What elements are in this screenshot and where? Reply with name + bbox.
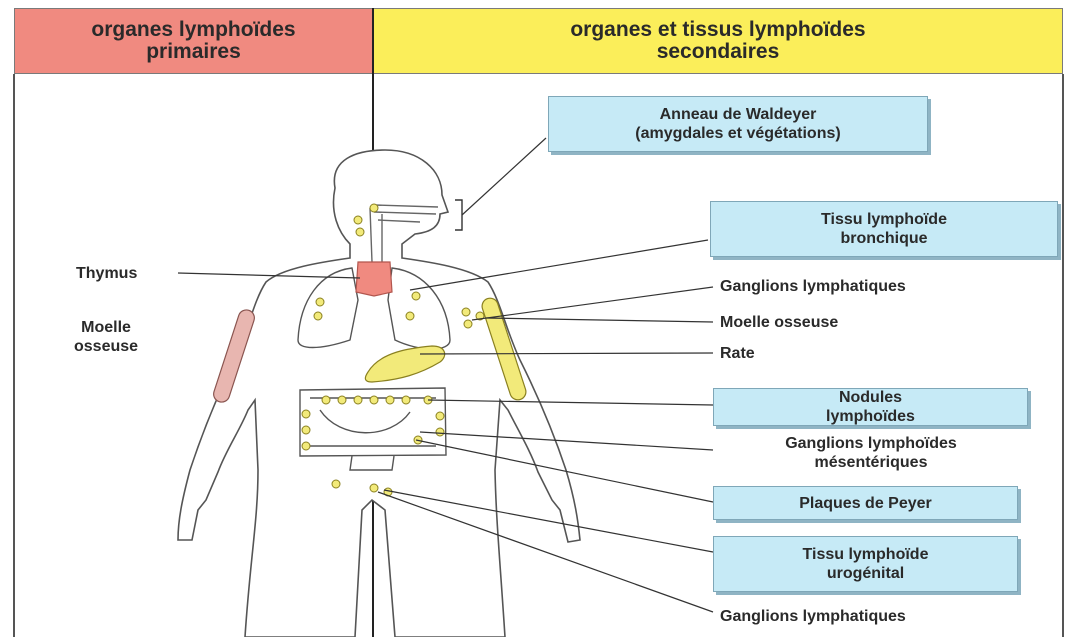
label-moelle-primary-line1: Moelle <box>74 318 138 337</box>
waldeyer-line2: (amygdales et végétations) <box>635 124 840 143</box>
label-rate: Rate <box>720 344 755 363</box>
nodules-line1: Nodules <box>839 388 902 407</box>
label-moelle-primary: Moelle osseuse <box>74 318 138 356</box>
peyer-label: Plaques de Peyer <box>799 494 932 513</box>
label-moelle-primary-line2: osseuse <box>74 337 138 356</box>
box-peyer: Plaques de Peyer <box>713 486 1018 520</box>
label-thymus: Thymus <box>76 264 137 283</box>
label-mesenteriques: Ganglions lymphoïdes mésentériques <box>712 434 1030 472</box>
label-ganglions-bottom: Ganglions lymphatiques <box>720 607 906 626</box>
mesenteriques-line2: mésentériques <box>712 453 1030 472</box>
bronchique-line1: Tissu lymphoïde <box>821 210 947 229</box>
label-ganglions: Ganglions lymphatiques <box>720 277 906 296</box>
label-moelle-secondary: Moelle osseuse <box>720 313 838 332</box>
nodules-line2: lymphoïdes <box>826 407 915 426</box>
mesenteriques-line1: Ganglions lymphoïdes <box>712 434 1030 453</box>
box-waldeyer: Anneau de Waldeyer (amygdales et végétat… <box>548 96 928 152</box>
box-urogenital: Tissu lymphoïde urogénital <box>713 536 1018 592</box>
waldeyer-line1: Anneau de Waldeyer <box>660 105 817 124</box>
urogenital-line2: urogénital <box>827 564 904 583</box>
box-nodules: Nodules lymphoïdes <box>713 388 1028 426</box>
box-bronchique: Tissu lymphoïde bronchique <box>710 201 1058 257</box>
thymus-organ <box>356 262 392 296</box>
urogenital-line1: Tissu lymphoïde <box>803 545 929 564</box>
bronchique-line2: bronchique <box>840 229 927 248</box>
